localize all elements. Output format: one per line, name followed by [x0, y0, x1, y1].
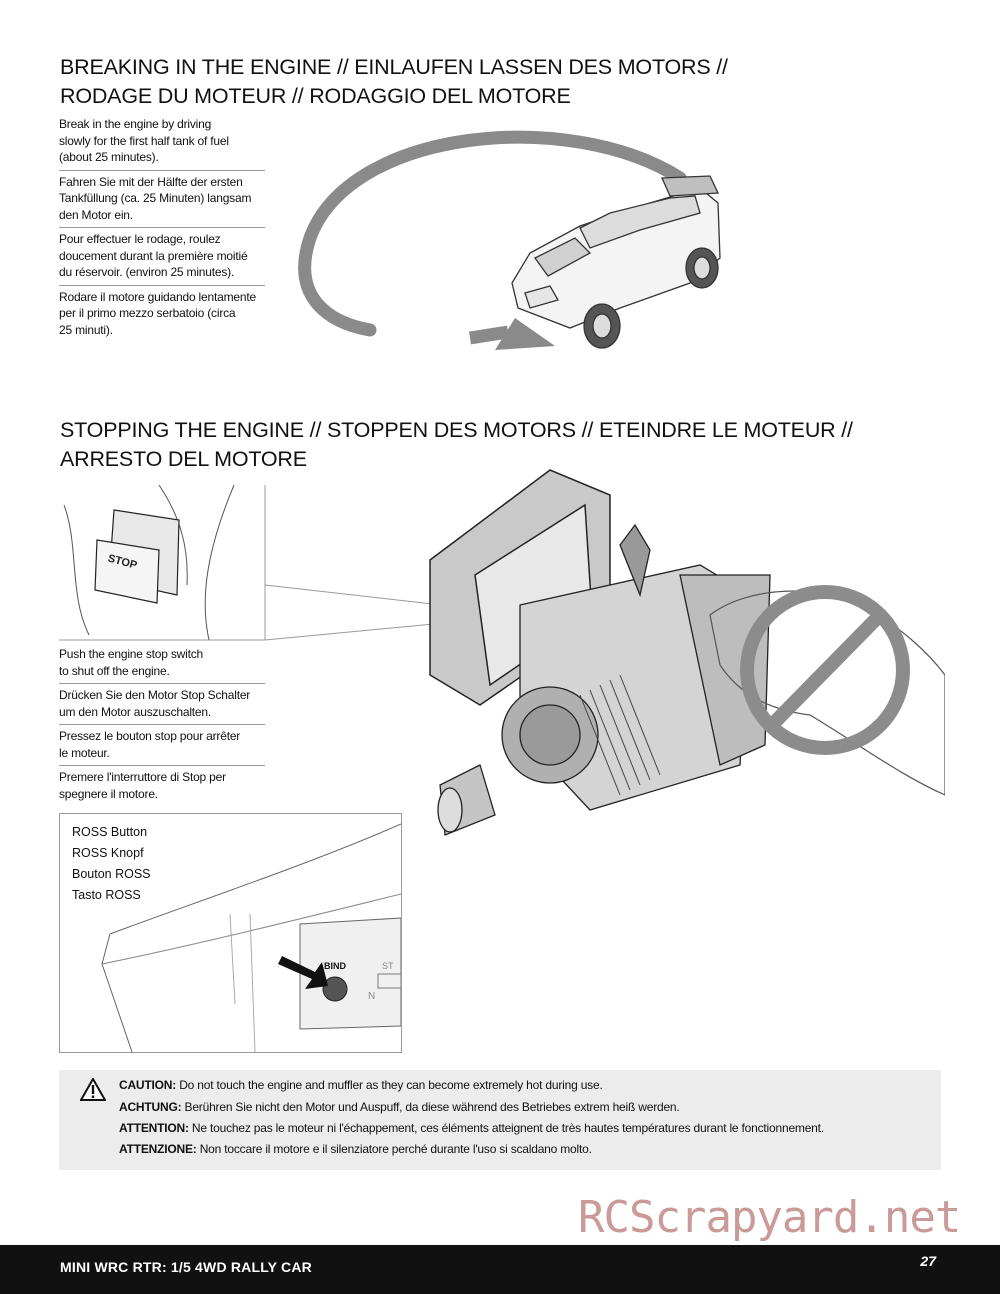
caution-label-de: ACHTUNG:: [119, 1100, 182, 1114]
caution-line-it: ATTENZIONE: Non toccare il motore e il s…: [119, 1141, 592, 1157]
st-label: ST: [382, 961, 394, 971]
caution-text-de: Berühren Sie nicht den Motor und Auspuff…: [181, 1100, 680, 1114]
ross-label-en: ROSS Button: [72, 825, 148, 839]
stop-para-french: Pressez le bouton stop pour arrêter le m…: [59, 724, 265, 765]
ross-button-panel: ROSS Button ROSS Knopf Bouton ROSS Tasto…: [59, 813, 402, 1053]
stop-para-english: Push the engine stop switch to shut off …: [59, 647, 204, 678]
caution-box: [59, 1070, 941, 1170]
para-german: Fahren Sie mit der Hälfte der ersten Tan…: [59, 169, 265, 228]
ross-label-fr: Bouton ROSS: [72, 867, 151, 881]
n-label: N: [368, 991, 376, 1002]
warning-icon: [80, 1078, 106, 1101]
stop-para-german: Drücken Sie den Motor Stop Schalter um d…: [59, 683, 265, 724]
section2-title-line2: ARRESTO DEL MOTORE: [60, 447, 307, 471]
section2-title-line1: STOPPING THE ENGINE // STOPPEN DES MOTOR…: [60, 418, 853, 442]
footer-title: MINI WRC RTR: 1/5 4WD RALLY CAR: [60, 1259, 312, 1275]
stop-button: [94, 509, 180, 604]
ross-label-it: Tasto ROSS: [72, 888, 141, 902]
no-touch-icon: [740, 585, 910, 755]
footer-bar: [0, 1245, 1000, 1294]
rally-car: [511, 175, 721, 349]
watermark: RCScrapyard.net: [578, 1192, 961, 1243]
page-number: 27: [920, 1253, 936, 1269]
engine-illustration: [429, 469, 945, 836]
para-italian: Rodare il motore guidando lentamente per…: [59, 284, 265, 343]
car-circle-illustration: [298, 130, 721, 350]
ross-label-de: ROSS Knopf: [72, 846, 144, 860]
section1-text-column: Break in the engine by driving slowly fo…: [59, 113, 265, 342]
caution-text-it: Non toccare il motore e il silenziatore …: [196, 1142, 592, 1156]
arrow-head: [495, 318, 555, 350]
stop-para-italian: Premere l'interruttore di Stop per spegn…: [59, 765, 265, 806]
caution-line-de: ACHTUNG: Berühren Sie nicht den Motor un…: [119, 1099, 680, 1115]
caution-text-fr: Ne touchez pas le moteur ni l'échappemen…: [188, 1121, 824, 1135]
bind-label: BIND: [324, 961, 346, 971]
caution-label-it: ATTENZIONE:: [119, 1142, 197, 1156]
transmitter-illustration: [101, 823, 401, 1052]
caution-line-fr: ATTENTION: Ne touchez pas le moteur ni l…: [119, 1120, 824, 1136]
para-english: Break in the engine by driving slowly fo…: [59, 117, 229, 164]
section2-text-column: Push the engine stop switch to shut off …: [59, 643, 265, 806]
caution-text-en: Do not touch the engine and muffler as t…: [176, 1078, 603, 1092]
para-french: Pour effectuer le rodage, roulez douceme…: [59, 227, 265, 285]
section1-title-line2: RODAGE DU MOTEUR // RODAGGIO DEL MOTORE: [60, 84, 571, 108]
caution-line-en: CAUTION: Do not touch the engine and muf…: [119, 1077, 603, 1093]
caution-label-fr: ATTENTION:: [119, 1121, 189, 1135]
section1-title-line1: BREAKING IN THE ENGINE // EINLAUFEN LASS…: [60, 55, 728, 79]
circular-arrow: [298, 130, 687, 337]
caution-label-en: CAUTION:: [119, 1078, 177, 1092]
